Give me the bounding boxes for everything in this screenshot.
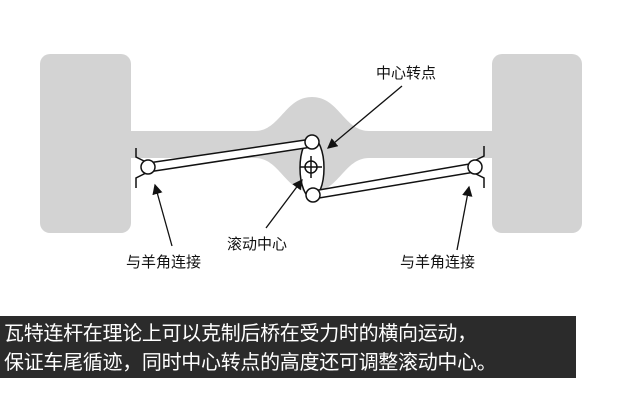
caption-box: 瓦特连杆在理论上可以克制后桥在受力时的横向运动， 保证车尾循迹，同时中心转点的高… (0, 316, 576, 378)
right-knuckle-label: 与羊角连接 (400, 253, 476, 271)
pivot-top-joint (304, 134, 320, 150)
left-wheel (40, 54, 131, 233)
roll-center-arrow (265, 178, 303, 229)
left-ball-joint (140, 159, 156, 175)
caption-line-2: 保证车尾循迹，同时中心转点的高度还可调整滚动中心。 (4, 350, 497, 374)
roll-center-label: 滚动中心 (227, 235, 288, 253)
pivot-bottom-joint (305, 187, 321, 203)
center-crosshair-icon (300, 156, 322, 178)
left-knuckle-arrow (152, 183, 173, 247)
right-ball-joint (467, 159, 483, 175)
right-knuckle-arrow (456, 185, 473, 251)
right-wheel (492, 54, 582, 233)
caption-line-1: 瓦特连杆在理论上可以克制后桥在受力时的横向运动， (4, 321, 477, 345)
pivot-arrow (327, 85, 403, 149)
pivot-label: 中心转点 (376, 64, 437, 82)
left-knuckle-label: 与羊角连接 (126, 253, 202, 271)
